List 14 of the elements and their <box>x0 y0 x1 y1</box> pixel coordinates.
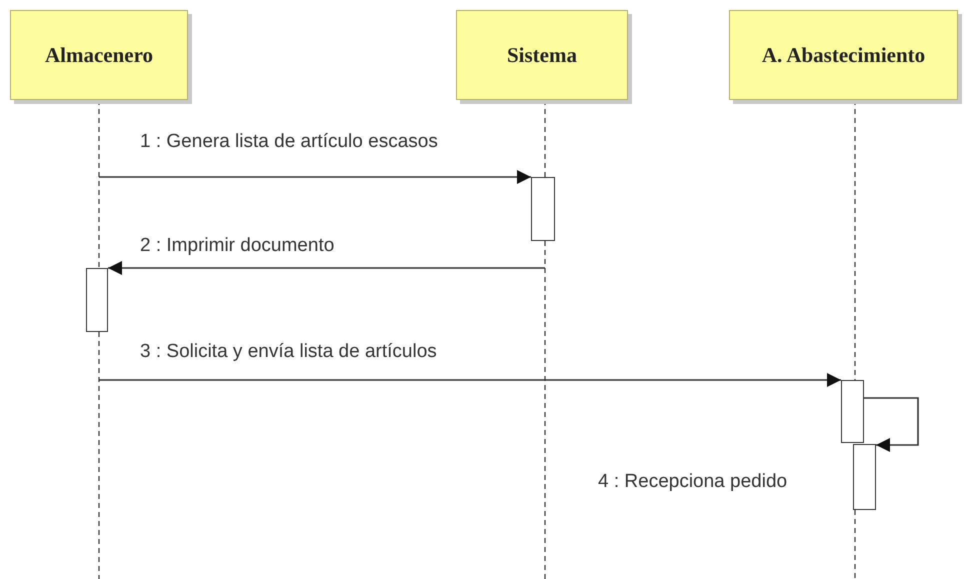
edge-label: 3 : Solicita y envía lista de artículos <box>140 341 437 363</box>
edge-label: 4 : Recepciona pedido <box>598 471 788 493</box>
lifeline <box>854 510 856 579</box>
message-arrow <box>108 261 545 275</box>
activation-bar <box>853 444 876 510</box>
lifeline <box>544 241 546 579</box>
activation-bar <box>841 380 864 443</box>
message-arrow <box>864 397 919 452</box>
activation-bar <box>86 268 108 332</box>
activation-bar <box>531 177 555 241</box>
message-arrow <box>99 170 531 184</box>
message-arrow <box>99 373 841 387</box>
lifeline <box>98 332 100 579</box>
edge-label: 2 : Imprimir documento <box>140 235 334 257</box>
